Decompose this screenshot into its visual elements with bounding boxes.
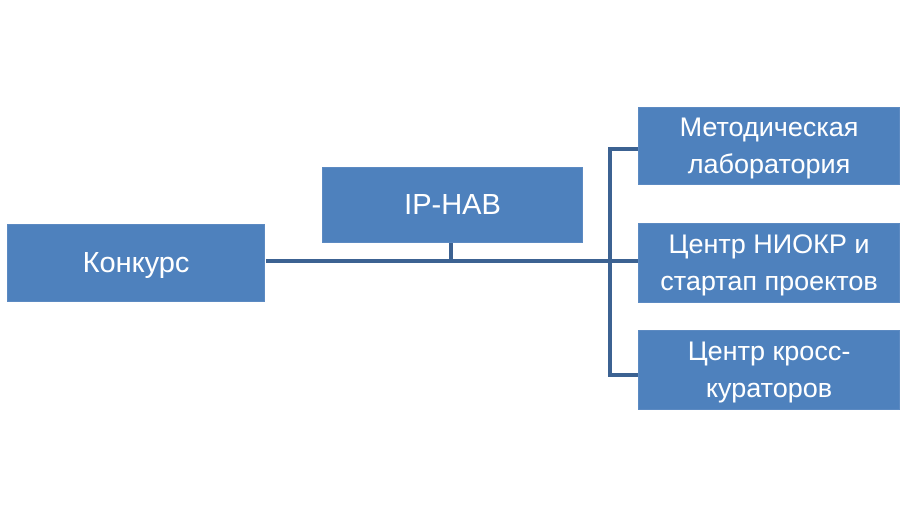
node-methodical-laboratory: Методическая лаборатория [638, 107, 900, 185]
node-cross-curators-center: Центр кросс- кураторов [638, 330, 900, 410]
node-konkurs: Конкурс [7, 224, 265, 302]
node-niokr-startup-center: Центр НИОКР и стартап проектов [638, 223, 900, 303]
connector-bracket-vertical-line [608, 147, 612, 377]
connector-bottom-stub-line [608, 373, 638, 377]
connector-iphab-stub-line [449, 243, 453, 259]
node-niokr-startup-center-label-line1: Центр НИОКР и [668, 229, 870, 259]
node-iphab-label: IP-HAB [404, 188, 501, 221]
node-cross-curators-center-label-line2: кураторов [705, 373, 833, 403]
node-niokr-startup-center-label-line2: стартап проектов [660, 266, 878, 296]
node-iphab: IP-HAB [322, 167, 583, 243]
node-methodical-laboratory-label-line1: Методическая [679, 112, 859, 142]
node-cross-curators-center-label-line1: Центр кросс- [687, 336, 851, 366]
node-methodical-laboratory-label-line2: лаборатория [687, 149, 851, 179]
connector-top-stub-line [608, 147, 638, 151]
connector-main-horizontal-line [266, 259, 638, 263]
node-konkurs-label: Конкурс [82, 246, 190, 279]
